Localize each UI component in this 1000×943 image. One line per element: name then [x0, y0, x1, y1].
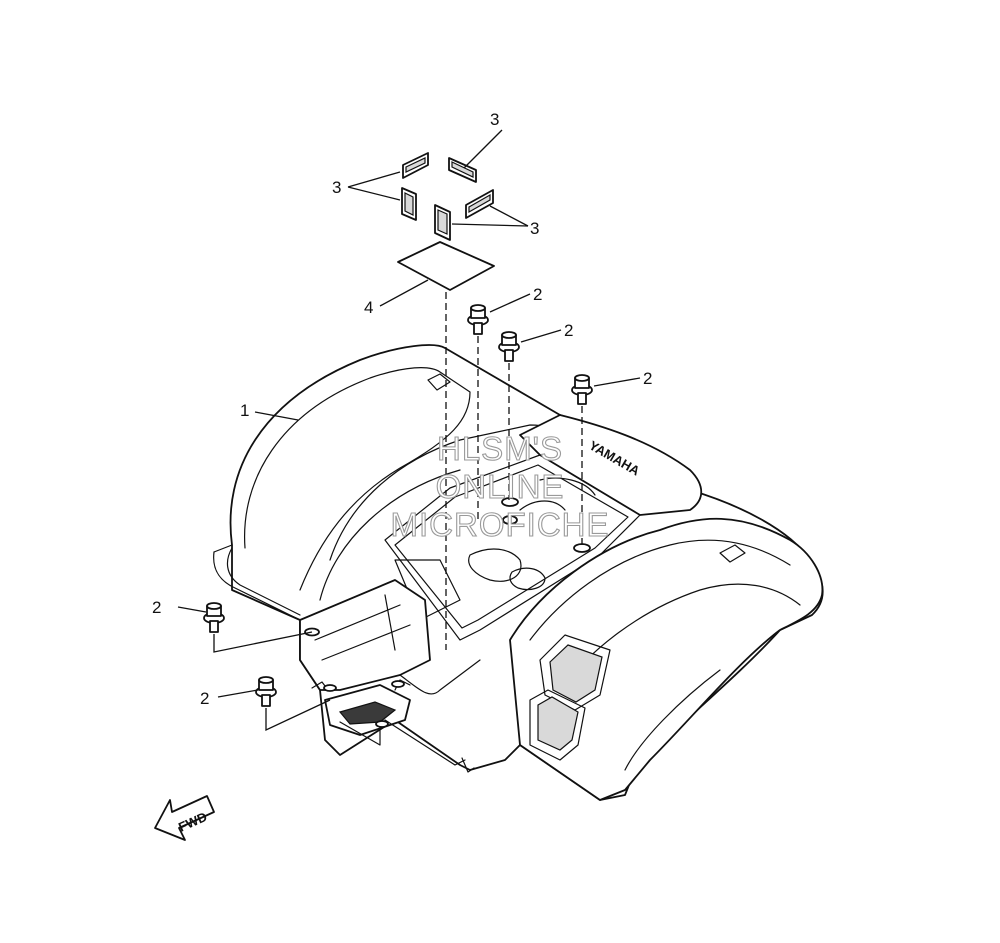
fwd-arrow-icon: FWD [154, 795, 215, 841]
part-2-bolts [203, 304, 593, 707]
part-3-reflectors [401, 152, 494, 241]
callout-numbers: 1 2 2 2 2 2 3 3 3 4 [152, 110, 652, 708]
bolt-2 [498, 331, 520, 362]
reflector-top-left [402, 152, 429, 179]
bolt-3 [571, 374, 593, 405]
bolt-5 [255, 676, 277, 707]
callout-part-3-c: 3 [530, 219, 539, 238]
callout-part-2-b: 2 [564, 321, 573, 340]
reflector-mid-right [465, 189, 494, 219]
reflector-center [434, 204, 451, 241]
watermark: HLSM'S ONLINE MICROFICHE [390, 429, 610, 543]
bolt-1 [467, 304, 489, 335]
rear-fender: YAMAHA [213, 344, 824, 801]
callout-part-2-d: 2 [152, 598, 161, 617]
watermark-line-2: ONLINE [436, 468, 565, 505]
bolt-4 [203, 602, 225, 633]
callout-leaders [177, 129, 641, 698]
callout-part-2-c: 2 [643, 369, 652, 388]
callout-part-3-b: 3 [332, 178, 341, 197]
callout-part-1: 1 [240, 401, 249, 420]
reflector-top-right [448, 157, 477, 183]
assembly-lines [213, 292, 583, 732]
callout-part-3-a: 3 [490, 110, 499, 129]
part-4-panel [397, 241, 495, 291]
reflector-mid-left [401, 187, 417, 221]
callout-part-4: 4 [364, 298, 373, 317]
watermark-line-3: MICROFICHE [391, 506, 610, 543]
callout-part-2-a: 2 [533, 285, 542, 304]
callout-part-2-e: 2 [200, 689, 209, 708]
watermark-line-1: HLSM'S [437, 430, 563, 467]
